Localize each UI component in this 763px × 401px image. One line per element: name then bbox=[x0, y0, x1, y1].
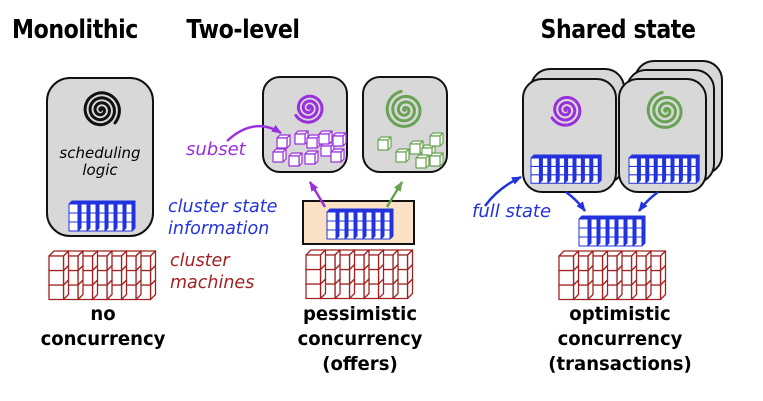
caption-optimistic-concurrency: optimistic concurrency (transactions) bbox=[548, 303, 692, 375]
resource-subset-cubes-purple bbox=[272, 130, 347, 167]
cluster-machines-grid-shared bbox=[558, 250, 667, 301]
shared-state-scheduler-box-purple bbox=[522, 78, 617, 193]
subset-label: subset bbox=[186, 139, 246, 160]
two-level-scheduler-box-purple bbox=[262, 76, 348, 173]
full-state-grid-green bbox=[628, 154, 700, 184]
scheduling-logic-label: scheduling logic bbox=[59, 144, 141, 179]
commit-arrow-left bbox=[565, 190, 587, 212]
scheduler-spiral-icon-purple-2 bbox=[550, 95, 582, 127]
title-two-level: Two-level bbox=[186, 15, 300, 45]
commit-arrow-right bbox=[637, 190, 659, 212]
two-level-scheduler-box-green bbox=[362, 76, 448, 173]
cluster-machines-grid-monolithic bbox=[48, 250, 157, 301]
shared-cluster-state-grid bbox=[578, 215, 646, 247]
cluster-state-information-label: cluster state information bbox=[168, 197, 278, 239]
scheduler-spiral-icon-green-2 bbox=[646, 90, 683, 129]
resource-subset-cubes-green bbox=[377, 132, 444, 169]
title-shared-state: Shared state bbox=[540, 15, 696, 45]
caption-pessimistic-concurrency: pessimistic concurrency (offers) bbox=[297, 303, 423, 375]
monolithic-scheduler-box: scheduling logic bbox=[46, 77, 154, 237]
scheduler-spiral-icon-purple bbox=[294, 94, 324, 124]
cluster-machines-grid-two-level bbox=[305, 249, 414, 300]
cluster-state-grid-offers bbox=[326, 208, 394, 240]
shared-state-scheduler-box-green bbox=[618, 78, 707, 193]
caption-no-concurrency: no concurrency bbox=[40, 303, 166, 350]
full-state-label: full state bbox=[472, 201, 552, 222]
cluster-state-grid-monolithic bbox=[68, 200, 136, 232]
cluster-machines-label: cluster machines bbox=[170, 251, 255, 293]
full-state-grid-purple bbox=[530, 154, 602, 184]
title-monolithic: Monolithic bbox=[12, 15, 138, 45]
scheduler-spiral-icon-green bbox=[385, 89, 422, 128]
scheduler-spiral-icon bbox=[83, 91, 121, 127]
resource-offers-box bbox=[302, 200, 415, 245]
